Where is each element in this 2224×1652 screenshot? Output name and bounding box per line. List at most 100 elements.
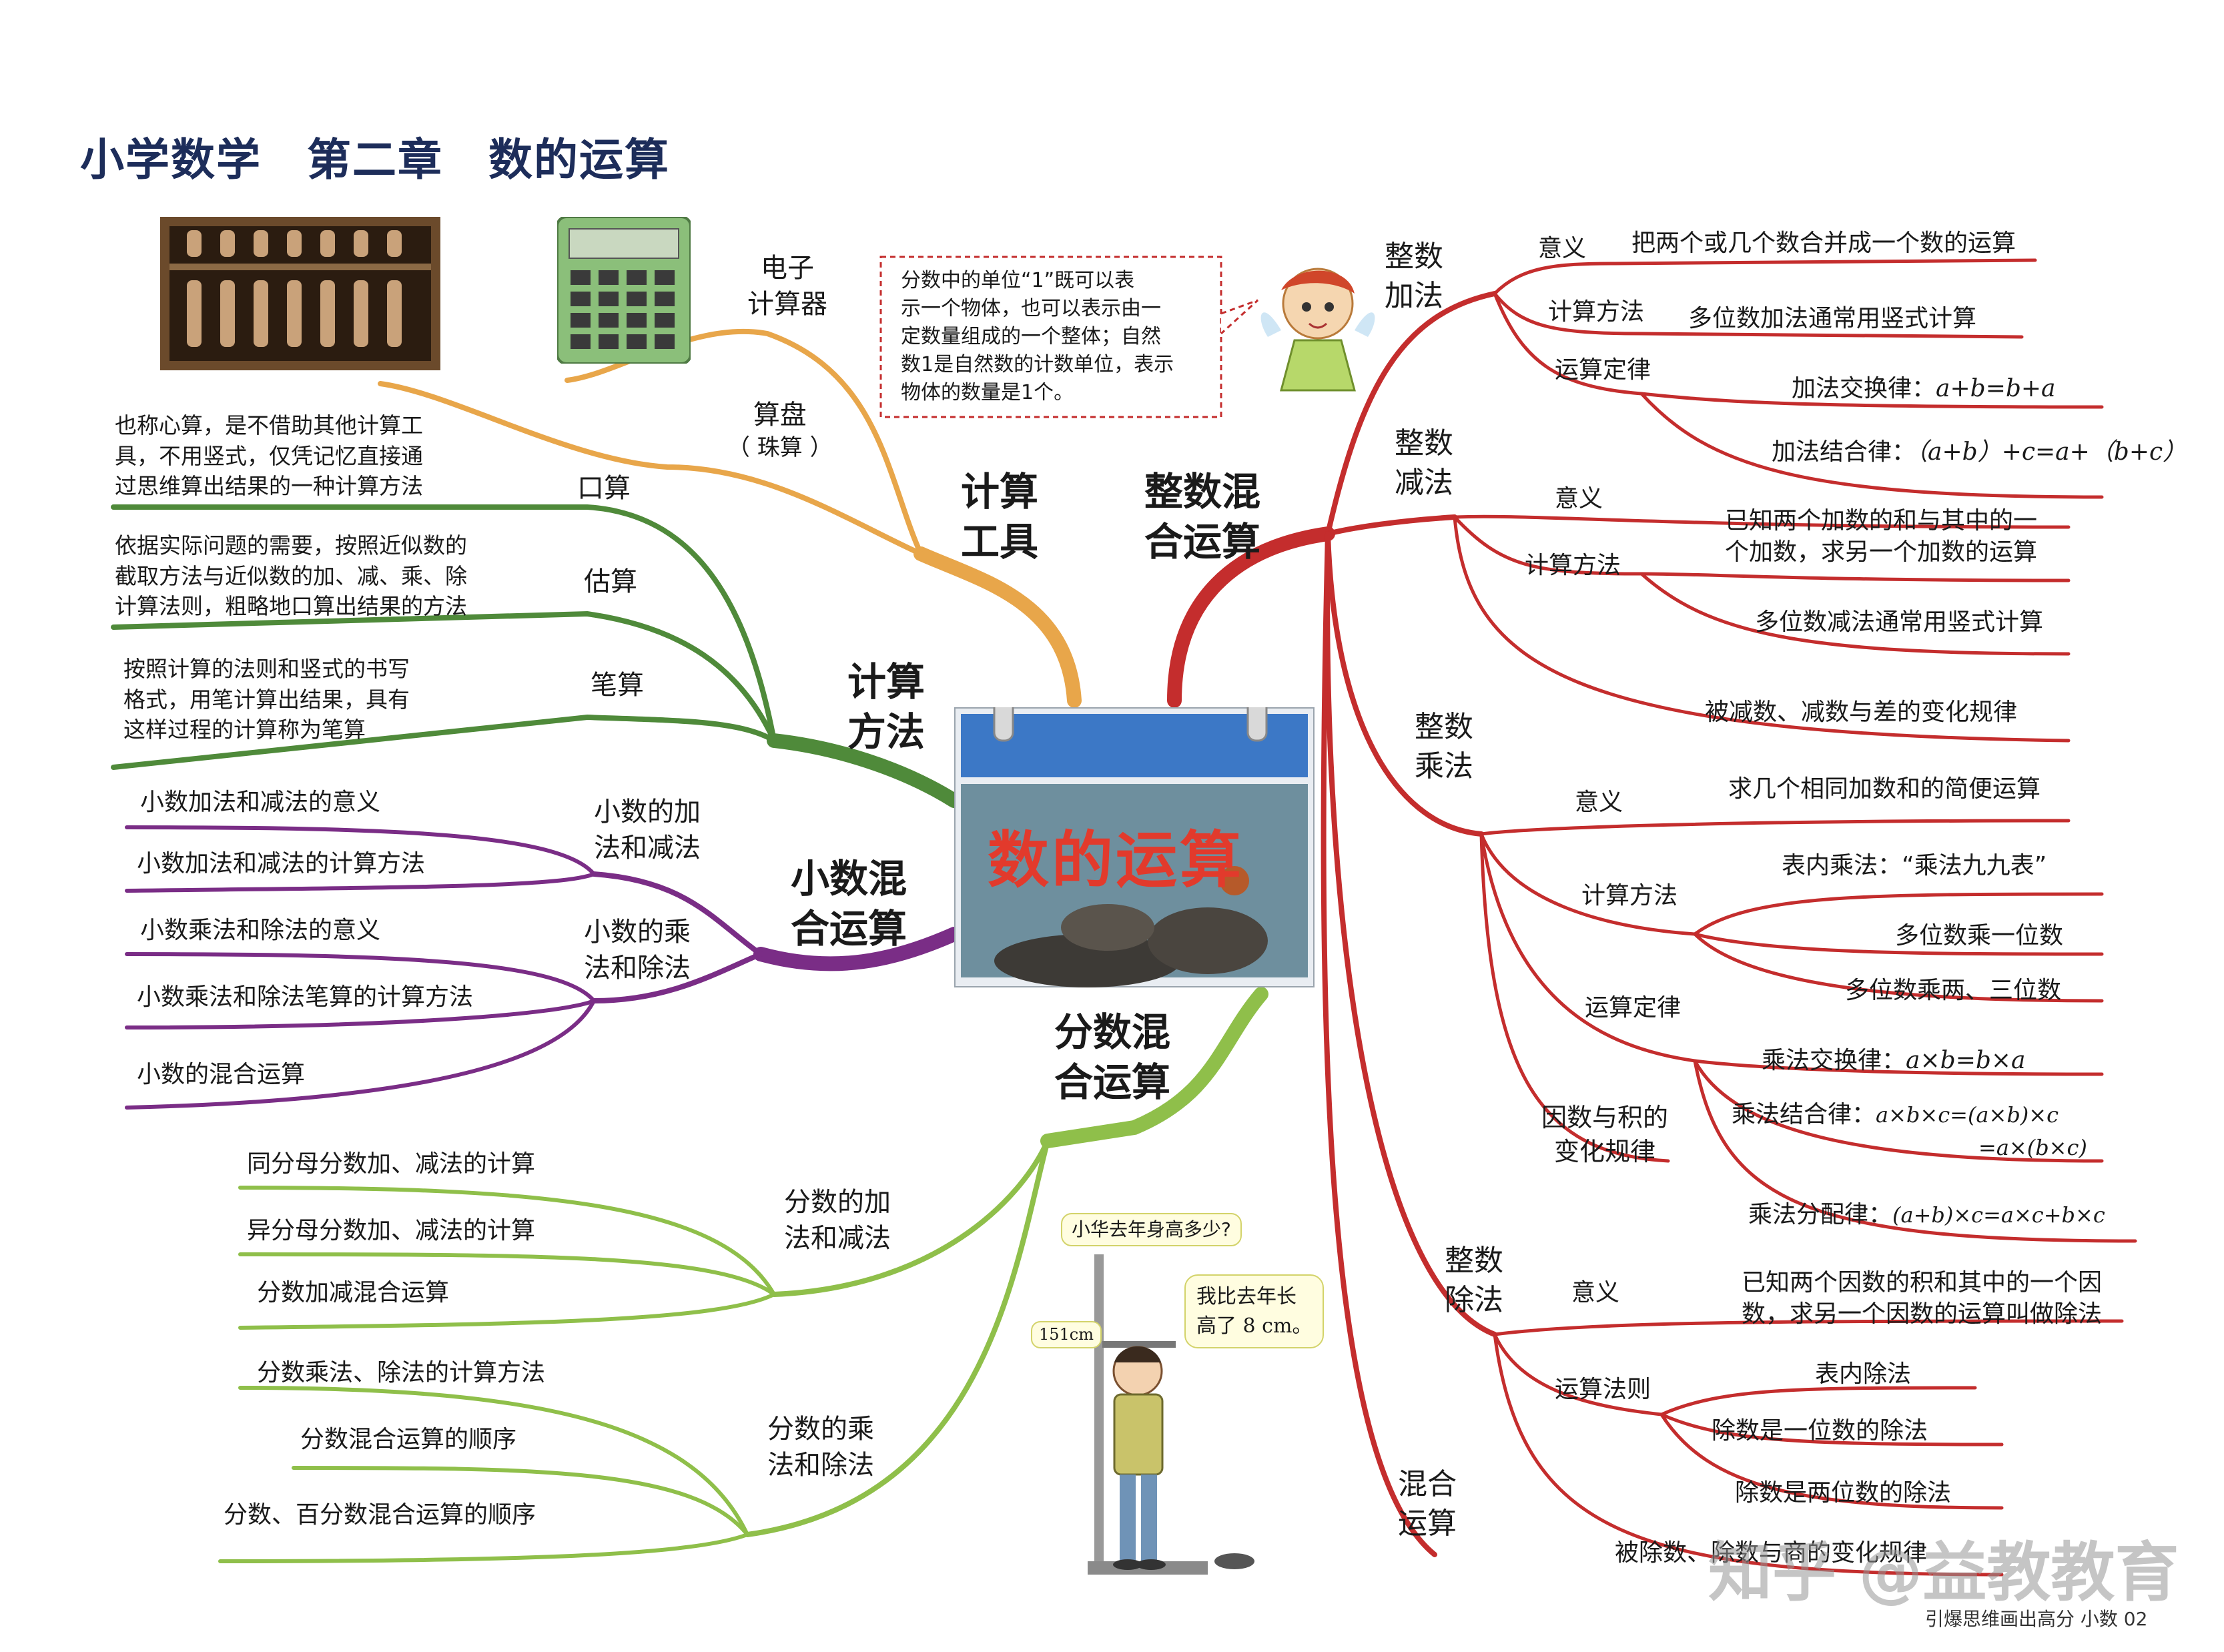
- branch-integer-line: 整数混: [1144, 469, 1261, 514]
- note-line: 示一个物体，也可以表示由一: [901, 297, 1161, 320]
- method-trunk: [767, 733, 962, 808]
- node-line: 计算器: [747, 289, 827, 320]
- node-fraction-muldiv: 分数的乘 法和除法: [767, 1411, 874, 1483]
- node-electronic-calculator: 电子 计算器: [747, 250, 827, 322]
- node-line: 小数的乘: [584, 917, 691, 947]
- desc-written: 按照计算的法则和竖式的书写 格式，用笔计算出结果，具有 这样过程的计算称为笔算: [123, 654, 410, 745]
- note-line: 物体的数量是1个。: [901, 381, 1074, 404]
- node-line: 整数: [1385, 240, 1443, 274]
- abacus-icon: [160, 217, 440, 370]
- branch-integer: 整数混 合运算: [1144, 467, 1260, 568]
- law-formula: （a+b）+c=a+（b+c）: [1916, 438, 2187, 466]
- node-estimate: 估算: [584, 566, 637, 597]
- branch-tool: 计算 工具: [961, 467, 1038, 568]
- method-to-estimate: [111, 610, 777, 743]
- integer-trunk: [1167, 526, 1335, 708]
- leaf-fraction-6: 分数、百分数混合运算的顺序: [224, 1501, 536, 1529]
- node-sub-method: 计算方法: [1525, 552, 1621, 579]
- desc-line: 也称心算，是不借助其他计算工: [115, 412, 423, 438]
- footer-text: 引爆思维画出高分 小数 02: [1925, 1608, 2148, 1630]
- law-formula: (a+b)×c=a×c+b×c: [1892, 1202, 2105, 1228]
- page-title: 小学数学 第二章 数的运算: [80, 134, 670, 185]
- branch-fraction-line: 分数混: [1054, 1009, 1171, 1055]
- method-to-oral: [111, 504, 777, 743]
- node-line: 电子: [761, 253, 814, 284]
- decimal-to-addsub: [591, 871, 763, 957]
- node-line: 乘法: [1415, 749, 1473, 784]
- node-line: 法和除法: [584, 953, 691, 983]
- method-to-written: [111, 714, 777, 770]
- calculator-icon: [557, 217, 691, 364]
- node-integer-mul: 整数 乘法: [1415, 707, 1473, 787]
- leaf-line: 个加数，求另一个加数的运算: [1725, 538, 2038, 566]
- leaf-fraction-4: 分数乘法、除法的计算方法: [257, 1359, 546, 1386]
- decimal-to-muldiv: [591, 951, 763, 1003]
- node-line: 整数: [1445, 1244, 1503, 1278]
- leaf-mul-associative-2: =a×(b×c): [1978, 1135, 2087, 1160]
- desc-line: 过思维算出结果的一种计算方法: [115, 473, 423, 500]
- node-line: 小数的加: [594, 797, 701, 827]
- leaf-div-r3: 除数是两位数的除法: [1735, 1479, 1952, 1507]
- node-mul-method: 计算方法: [1581, 882, 1678, 909]
- leaf-line: 数，求另一个因数的运算叫做除法: [1742, 1300, 2103, 1328]
- leaf-mul-commutative: 乘法交换律：a×b=b×a: [1762, 1046, 2026, 1077]
- node-integer-add: 整数 加法: [1385, 237, 1443, 316]
- branch-decimal-line: 小数混: [791, 856, 907, 901]
- node-line: 混合: [1398, 1467, 1457, 1501]
- law-formula: a+b=b+a: [1936, 375, 2056, 402]
- watermark: 知乎 @益教教育: [1708, 1535, 2179, 1610]
- leaf-decimal-3: 小数乘法和除法的意义: [140, 917, 381, 944]
- leaf-decimal-2: 小数加法和减法的计算方法: [137, 850, 426, 877]
- fraction-trunk: [1040, 987, 1268, 1148]
- desc-line: 按照计算的法则和竖式的书写: [123, 656, 410, 682]
- law-name: 加法结合律：: [1772, 438, 1916, 466]
- desc-estimate: 依据实际问题的需要，按照近似数的 截取方法与近似数的加、减、乘、除 计算法则，粗…: [115, 530, 467, 622]
- leaf-sub-rule: 被减数、减数与差的变化规律: [1705, 699, 2018, 726]
- node-div-meaning: 意义: [1571, 1279, 1620, 1306]
- node-line: 算盘: [753, 400, 807, 430]
- cartoon-girl-icon: [1260, 268, 1375, 392]
- node-integer-mixed: 混合 运算: [1398, 1465, 1457, 1544]
- law-formula: a×b×c=(a×b)×c: [1876, 1102, 2059, 1128]
- leaf-line: 已知两个加数的和与其中的一: [1725, 507, 2038, 534]
- node-fraction-addsub: 分数的加 法和减法: [784, 1184, 891, 1256]
- node-add-law: 运算定律: [1555, 356, 1651, 384]
- node-mul-factor: 因数与积的 变化规律: [1541, 1101, 1668, 1170]
- node-oral: 口算: [577, 473, 631, 504]
- fraction-to-addsub: [771, 1138, 1050, 1297]
- node-mul-meaning: 意义: [1575, 789, 1623, 816]
- node-integer-sub: 整数 减法: [1395, 424, 1453, 503]
- node-line: 法和减法: [784, 1223, 891, 1254]
- height-label: 151cm: [1031, 1321, 1102, 1348]
- node-decimal-addsub: 小数的加 法和减法: [594, 794, 701, 866]
- node-line: 变化规律: [1554, 1137, 1656, 1167]
- note-line: 数1是自然数的计数单位，表示: [901, 353, 1174, 376]
- desc-line: 这样过程的计算称为笔算: [123, 717, 366, 743]
- node-mul-law: 运算定律: [1585, 994, 1682, 1021]
- node-line: 法和减法: [594, 833, 701, 863]
- desc-line: 格式，用笔计算出结果，具有: [123, 686, 410, 713]
- leaf-mul-associative: 乘法结合律：a×b×c=(a×b)×c: [1732, 1100, 2059, 1131]
- law-name: 乘法分配律：: [1748, 1201, 1893, 1228]
- leaf-div-change: 被除数、除数与商的变化规律: [1615, 1539, 1928, 1567]
- node-decimal-muldiv: 小数的乘 法和除法: [584, 914, 691, 986]
- node-add-method: 计算方法: [1548, 298, 1645, 326]
- center-card-graphic: [953, 693, 1316, 989]
- desc-line: 截取方法与近似数的加、减、乘、除: [115, 562, 467, 589]
- desc-line: 计算法则，粗略地口算出结果的方法: [115, 593, 467, 620]
- branch-method: 计算 方法: [847, 657, 925, 758]
- law-name: 加法交换律：: [1792, 375, 1936, 402]
- branch-integer-line: 合运算: [1144, 519, 1261, 565]
- leaf-decimal-5: 小数的混合运算: [137, 1061, 306, 1088]
- desc-line: 依据实际问题的需要，按照近似数的: [115, 532, 467, 558]
- branch-decimal-line: 合运算: [791, 906, 907, 952]
- note-line: 分数中的单位“1”既可以表: [901, 269, 1135, 292]
- leaf-mul-m1: 表内乘法：“乘法九九表”: [1782, 852, 2047, 879]
- branch-method-line: 计算: [847, 659, 925, 705]
- leaf-div-r1: 表内除法: [1815, 1360, 1912, 1388]
- leaf-line: 已知两个因数的积和其中的一个因: [1742, 1269, 2103, 1296]
- leaf-fraction-5: 分数混合运算的顺序: [300, 1426, 517, 1453]
- node-add-meaning: 意义: [1538, 235, 1587, 262]
- leaf-decimal-4: 小数乘法和除法笔算的计算方法: [137, 983, 474, 1011]
